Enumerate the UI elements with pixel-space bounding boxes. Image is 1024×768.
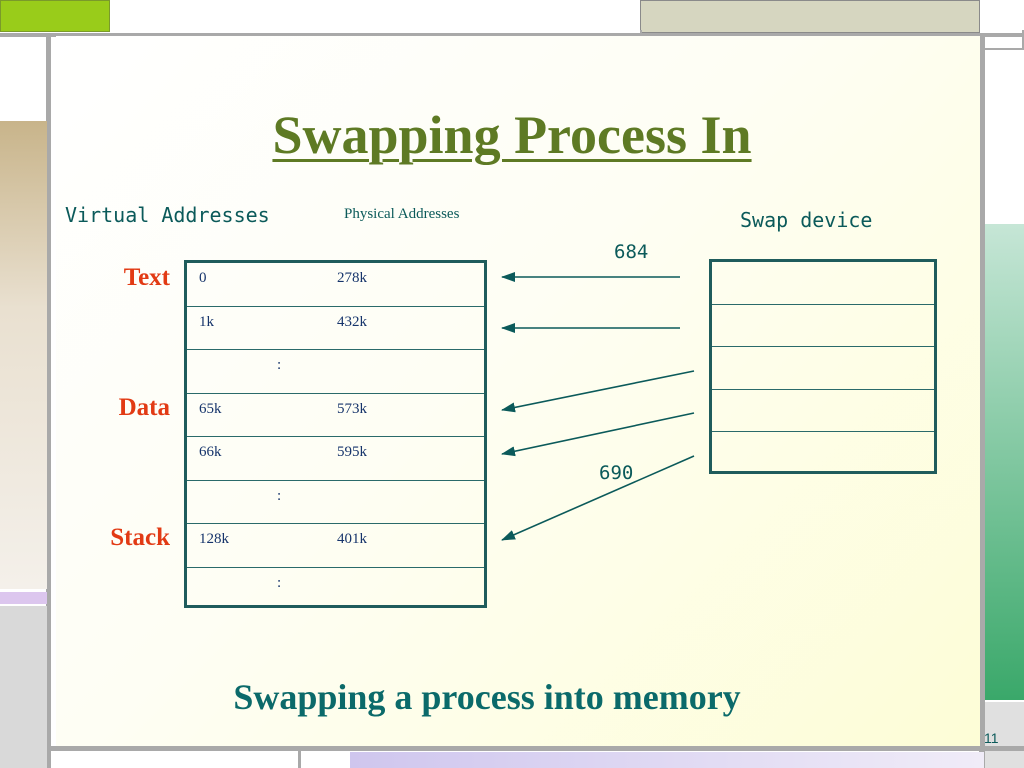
virtual-address: 1k <box>199 313 214 330</box>
deco-right-bottom-grey <box>985 702 1024 768</box>
physical-addresses-header: Physical Addresses <box>344 206 460 222</box>
segment-label-data: Data <box>118 394 170 421</box>
virtual-address: 65k <box>199 400 222 417</box>
arrow-690-to-stack <box>501 455 695 541</box>
virtual-address: 128k <box>199 531 229 547</box>
deco-bottom-line <box>47 746 1024 751</box>
table-row: 1k 432k <box>187 307 484 350</box>
table-row-ellipsis: : <box>187 350 484 394</box>
swap-block-684: 684 <box>614 241 649 263</box>
table-row: 128k 401k <box>187 524 484 568</box>
swap-block <box>712 390 934 432</box>
deco-top-right-block <box>640 0 980 33</box>
swap-block <box>712 262 934 305</box>
swap-block-690: 690 <box>599 462 634 484</box>
table-row: 66k 595k <box>187 437 484 481</box>
swap-device-table <box>709 259 937 474</box>
physical-address: 401k <box>337 531 367 547</box>
table-row-ellipsis: : <box>187 481 484 524</box>
physical-address: 573k <box>337 400 367 417</box>
virtual-address: 66k <box>199 444 222 460</box>
deco-top-line <box>0 33 1024 37</box>
content-panel <box>56 36 980 746</box>
swap-block <box>712 347 934 390</box>
virtual-addresses-header: Virtual Addresses <box>65 203 270 227</box>
deco-left-vline <box>46 36 51 768</box>
ellipsis: : <box>277 487 282 504</box>
deco-left-bottom-grey <box>0 606 47 768</box>
page-number: 11 <box>984 730 999 746</box>
physical-address: 595k <box>337 444 367 460</box>
ellipsis: : <box>277 357 282 373</box>
slide-title: Swapping Process In <box>272 105 752 165</box>
deco-bottom-lavender <box>350 752 984 768</box>
slide-caption: Swapping a process into memory <box>233 677 741 717</box>
table-row: 65k 573k <box>187 394 484 437</box>
physical-address: 432k <box>337 313 367 330</box>
segment-label-stack: Stack <box>110 524 170 551</box>
ellipsis: : <box>277 574 282 591</box>
swap-device-header: Swap device <box>740 208 873 232</box>
deco-right-vline <box>979 36 985 768</box>
region-table: 0 278k 1k 432k : 65k 573k 66k 595k : 128… <box>184 260 487 608</box>
arrow-to-data-1 <box>501 370 695 413</box>
deco-left-lavender <box>0 592 47 604</box>
segment-label-text: Text <box>123 264 170 291</box>
deco-green-block <box>0 0 110 32</box>
physical-address: 278k <box>337 270 367 286</box>
virtual-address: 0 <box>199 270 207 286</box>
arrow-to-data-2 <box>501 412 695 457</box>
deco-left-tan-block <box>0 121 47 589</box>
swap-block <box>712 305 934 347</box>
table-row-ellipsis: : <box>187 568 484 612</box>
deco-right-green-gradient <box>985 224 1024 700</box>
table-row: 0 278k <box>187 263 484 307</box>
